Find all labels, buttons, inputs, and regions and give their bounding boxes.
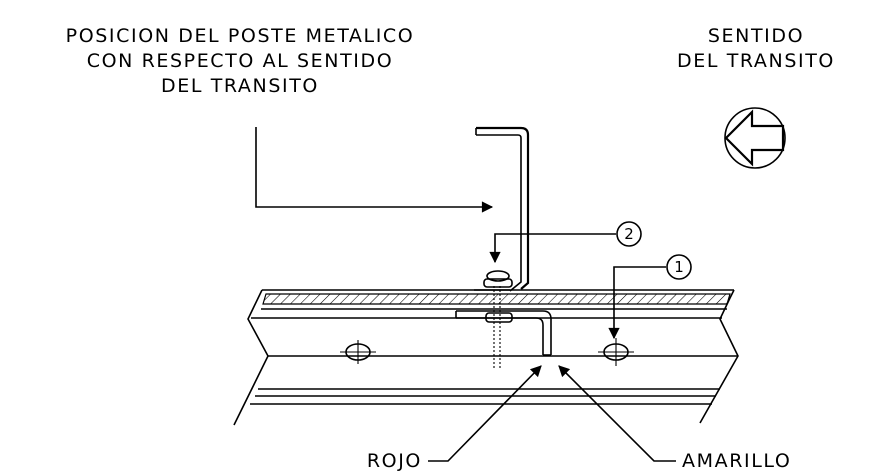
title-block: POSICION DEL POSTE METALICO CON RESPECTO… <box>66 25 415 97</box>
yellow-label-leader: AMARILLO <box>558 365 791 472</box>
bolt-hole-left <box>340 340 376 364</box>
callout-1: 1 <box>608 254 692 340</box>
reflector-bracket <box>455 310 552 356</box>
callout-2-number: 2 <box>624 225 634 243</box>
yellow-label: AMARILLO <box>682 450 791 472</box>
callout-1-number: 1 <box>674 258 684 276</box>
metal-post <box>474 126 530 292</box>
title-leader-arrow <box>255 127 494 213</box>
red-label: ROJO <box>367 450 422 472</box>
callout-2: 2 <box>489 221 642 264</box>
red-label-leader: ROJO <box>367 365 542 472</box>
bolt-assembly <box>483 270 513 368</box>
left-arrow-in-circle-icon <box>724 107 786 169</box>
direction-label: SENTIDO DEL TRANSITO <box>677 25 835 72</box>
title-line-1: POSICION DEL POSTE METALICO <box>66 25 415 47</box>
bolt-hole-right <box>598 338 634 366</box>
title-line-2: CON RESPECTO AL SENTIDO <box>87 50 394 72</box>
direction-line-2: DEL TRANSITO <box>677 50 835 72</box>
title-line-3: DEL TRANSITO <box>161 75 319 97</box>
direction-line-1: SENTIDO <box>708 25 804 47</box>
